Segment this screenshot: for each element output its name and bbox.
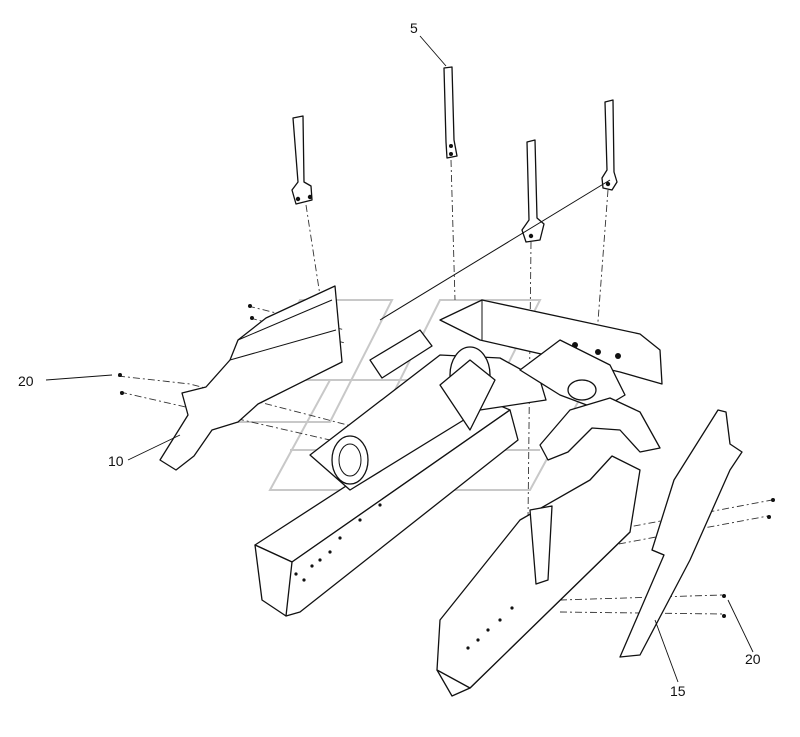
drivetrain-assembly [309,329,626,491]
hanger-bracket-center [443,66,458,159]
callout-labels: 5 10 15 20 20 [18,20,761,699]
callout-20-right: 20 [745,651,761,667]
hanger-brackets [291,66,618,243]
right-side-panel [619,409,743,658]
callout-10: 10 [108,453,124,469]
hanger-bracket-right [601,99,618,191]
fasteners [118,304,775,618]
left-side-panel [159,285,343,471]
leader-lines [45,35,754,683]
callout-5: 5 [410,20,418,36]
callout-20-left: 20 [18,373,34,389]
callout-15: 15 [670,683,686,699]
hanger-bracket-right-center [521,139,545,243]
hanger-bracket-left [291,115,313,205]
rear-fender-arch [529,397,661,585]
